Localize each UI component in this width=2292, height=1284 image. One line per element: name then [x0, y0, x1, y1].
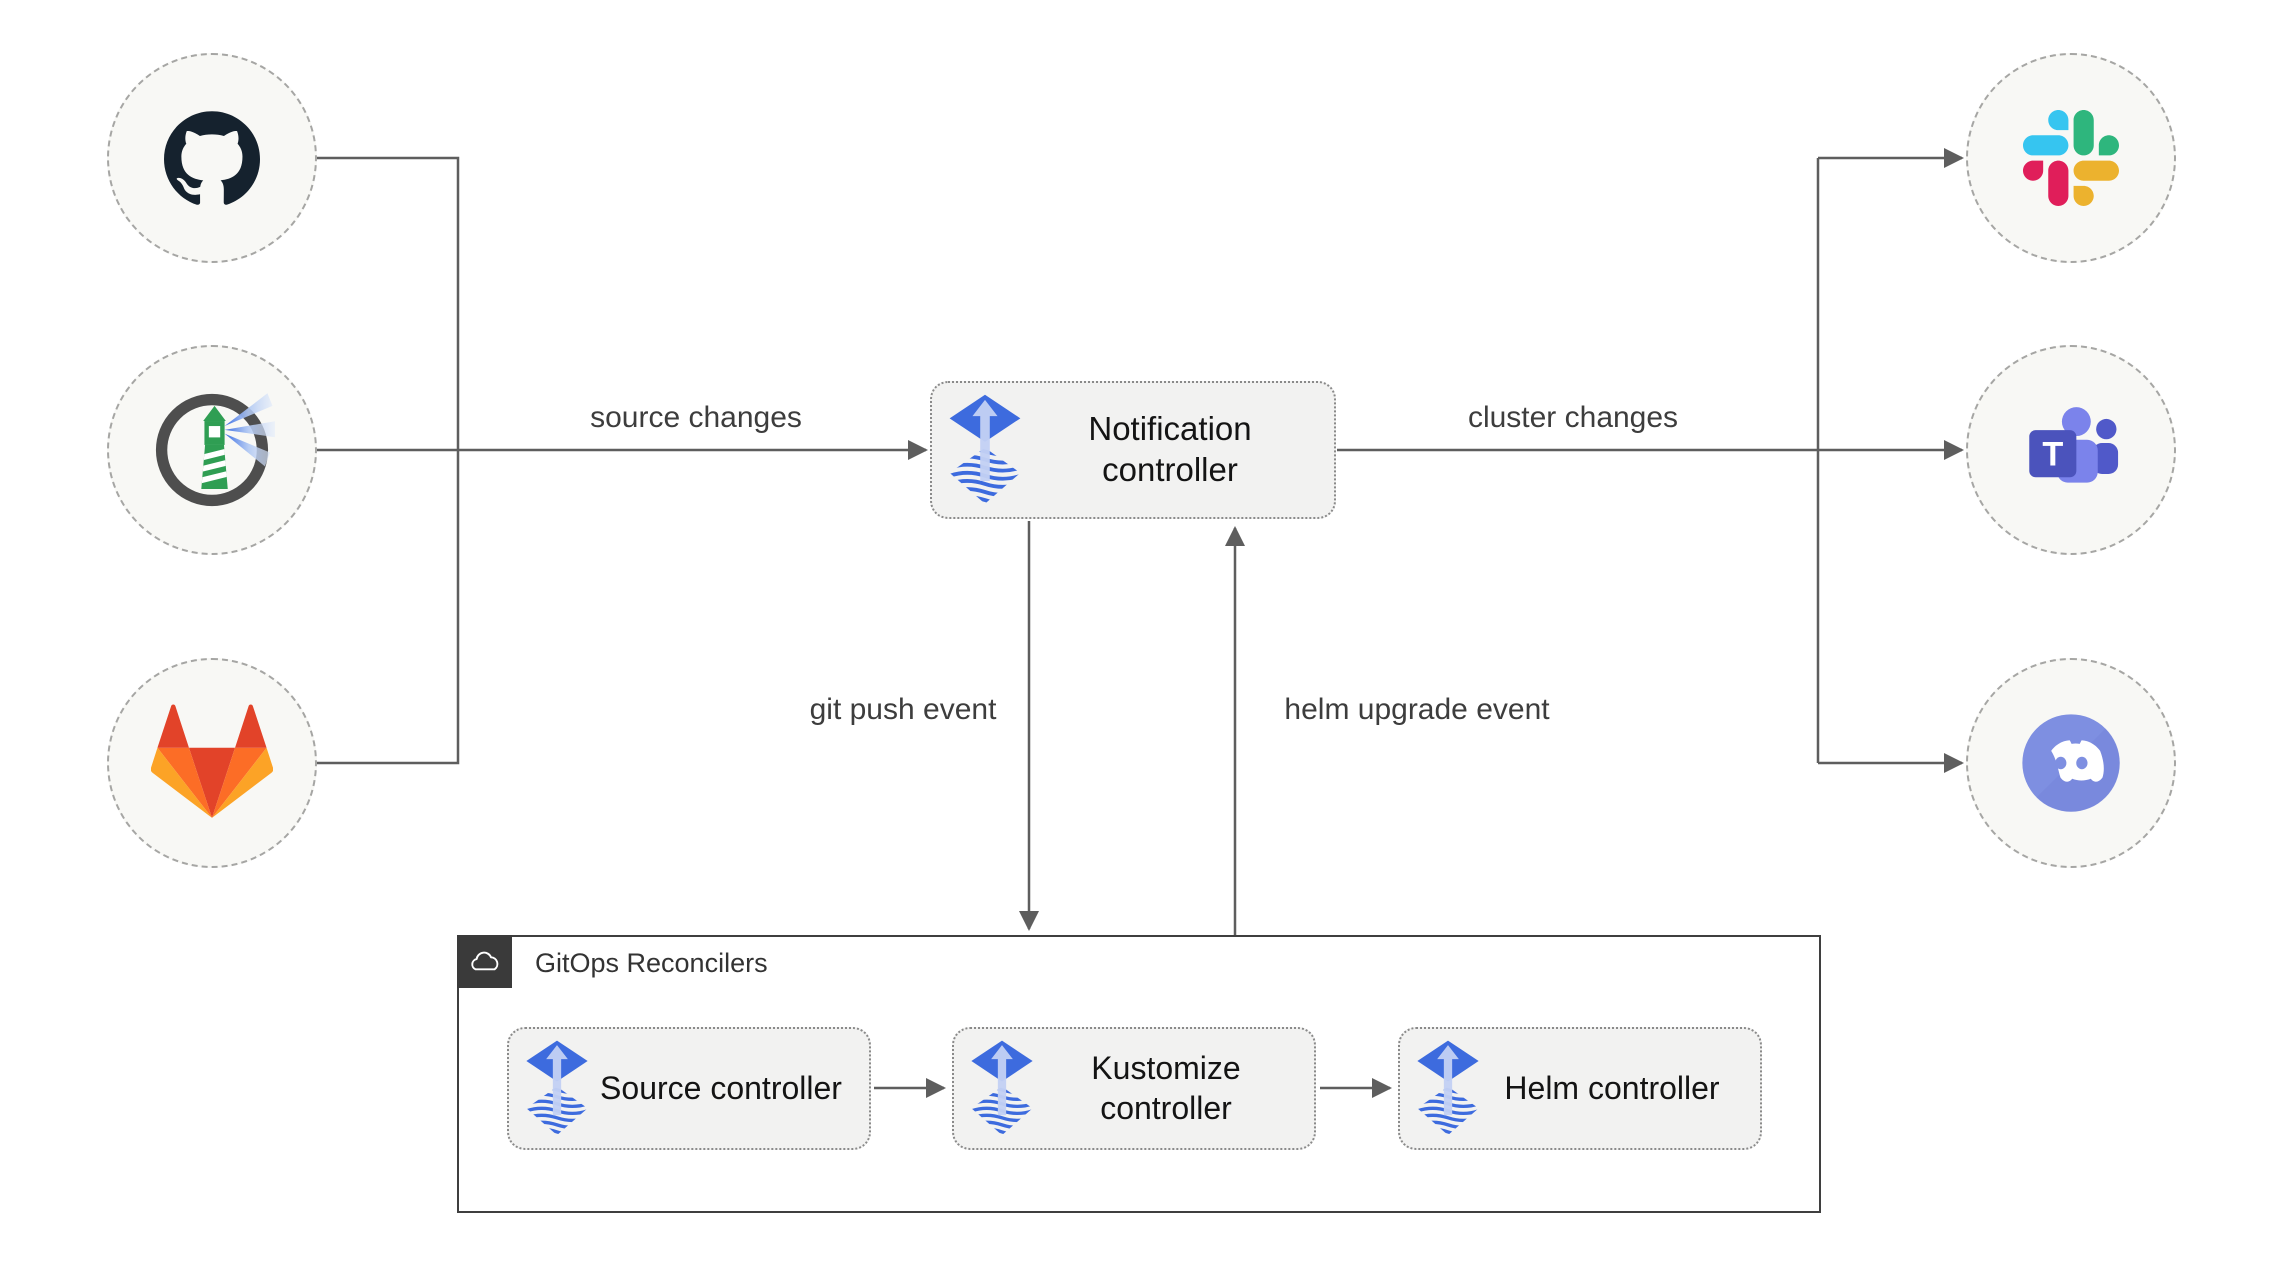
group-title: GitOps Reconcilers: [535, 947, 768, 978]
flux-icon: [1416, 1040, 1480, 1137]
gitlab-node: [107, 658, 317, 868]
slack-node: [1966, 53, 2176, 263]
edge-targets-trunk: [1337, 158, 1820, 763]
helm-controller-node: Helm controller: [1398, 1027, 1762, 1150]
harbor-node: [107, 345, 317, 555]
flux-icon: [948, 394, 1022, 506]
flux-icon: [525, 1040, 589, 1137]
gitlab-icon: [151, 702, 273, 824]
notification-controller-label: Notification controller: [1088, 410, 1252, 488]
source-controller-label: Source controller: [600, 1069, 842, 1106]
github-icon: [164, 110, 260, 206]
gitops-reconcilers-group: GitOps Reconcilers: [457, 935, 1821, 1213]
group-header-tab: [457, 935, 512, 988]
helm-upgrade-event-label: helm upgrade event: [1284, 693, 1550, 726]
kustomize-controller-label: Kustomize controller: [1091, 1049, 1241, 1126]
harbor-icon: [149, 387, 275, 513]
source-controller-node: Source controller: [507, 1027, 871, 1150]
discord-icon: [2007, 699, 2135, 827]
notification-controller-node: Notification controller: [930, 381, 1336, 519]
cloud-icon: [467, 948, 503, 975]
cluster-changes-label: cluster changes: [1467, 401, 1679, 434]
kustomize-controller-node: Kustomize controller: [952, 1027, 1316, 1150]
microsoft-teams-node: [1966, 345, 2176, 555]
microsoft-teams-icon: [2012, 397, 2130, 504]
flux-icon: [970, 1040, 1034, 1137]
helm-controller-label: Helm controller: [1504, 1069, 1720, 1106]
slack-icon: [2023, 110, 2119, 206]
edge-sources-trunk: [317, 156, 460, 765]
git-push-event-label: git push event: [809, 693, 997, 726]
github-node: [107, 53, 317, 263]
discord-node: [1966, 658, 2176, 868]
source-changes-label: source changes: [590, 401, 802, 434]
